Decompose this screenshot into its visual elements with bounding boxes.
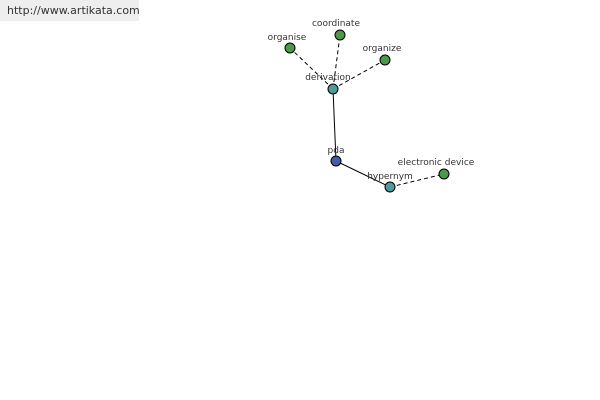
node-coordinate[interactable]: coordinate <box>312 19 360 41</box>
node-circle-coordinate[interactable] <box>334 29 346 41</box>
node-electronic-device[interactable]: electronic device <box>398 158 475 180</box>
edge-pda-hypernym <box>335 160 391 188</box>
node-label-organize: organize <box>363 44 402 54</box>
site-url-banner[interactable]: http://www.artikata.com <box>0 0 140 21</box>
node-circle-organize[interactable] <box>379 54 391 66</box>
node-circle-derivation[interactable] <box>327 83 339 95</box>
edge-derivation-organize <box>332 59 386 90</box>
node-derivation[interactable]: derivation <box>305 73 351 95</box>
node-circle-organise[interactable] <box>284 42 296 54</box>
node-organise[interactable]: organise <box>268 33 307 54</box>
node-organize[interactable]: organize <box>363 44 402 66</box>
node-hypernym[interactable]: hypernym <box>367 172 413 193</box>
node-label-hypernym: hypernym <box>367 172 413 182</box>
edge-hypernym-electronic-device <box>389 173 445 188</box>
node-label-derivation: derivation <box>305 73 351 83</box>
edge-derivation-organise <box>289 47 334 90</box>
node-circle-hypernym[interactable] <box>384 181 396 193</box>
node-label-pda: pda <box>328 146 345 156</box>
edge-derivation-coordinate <box>332 34 341 90</box>
edges-layer <box>289 34 445 188</box>
node-label-coordinate: coordinate <box>312 19 360 29</box>
node-circle-pda[interactable] <box>330 155 342 167</box>
edge-pda-derivation <box>332 88 337 162</box>
node-pda[interactable]: pda <box>328 146 345 167</box>
node-label-electronic-device: electronic device <box>398 158 475 168</box>
nodes-layer: pda derivation hypernym organise coordinate o… <box>268 19 475 193</box>
node-circle-electronic-device[interactable] <box>438 168 450 180</box>
node-label-organise: organise <box>268 33 307 43</box>
